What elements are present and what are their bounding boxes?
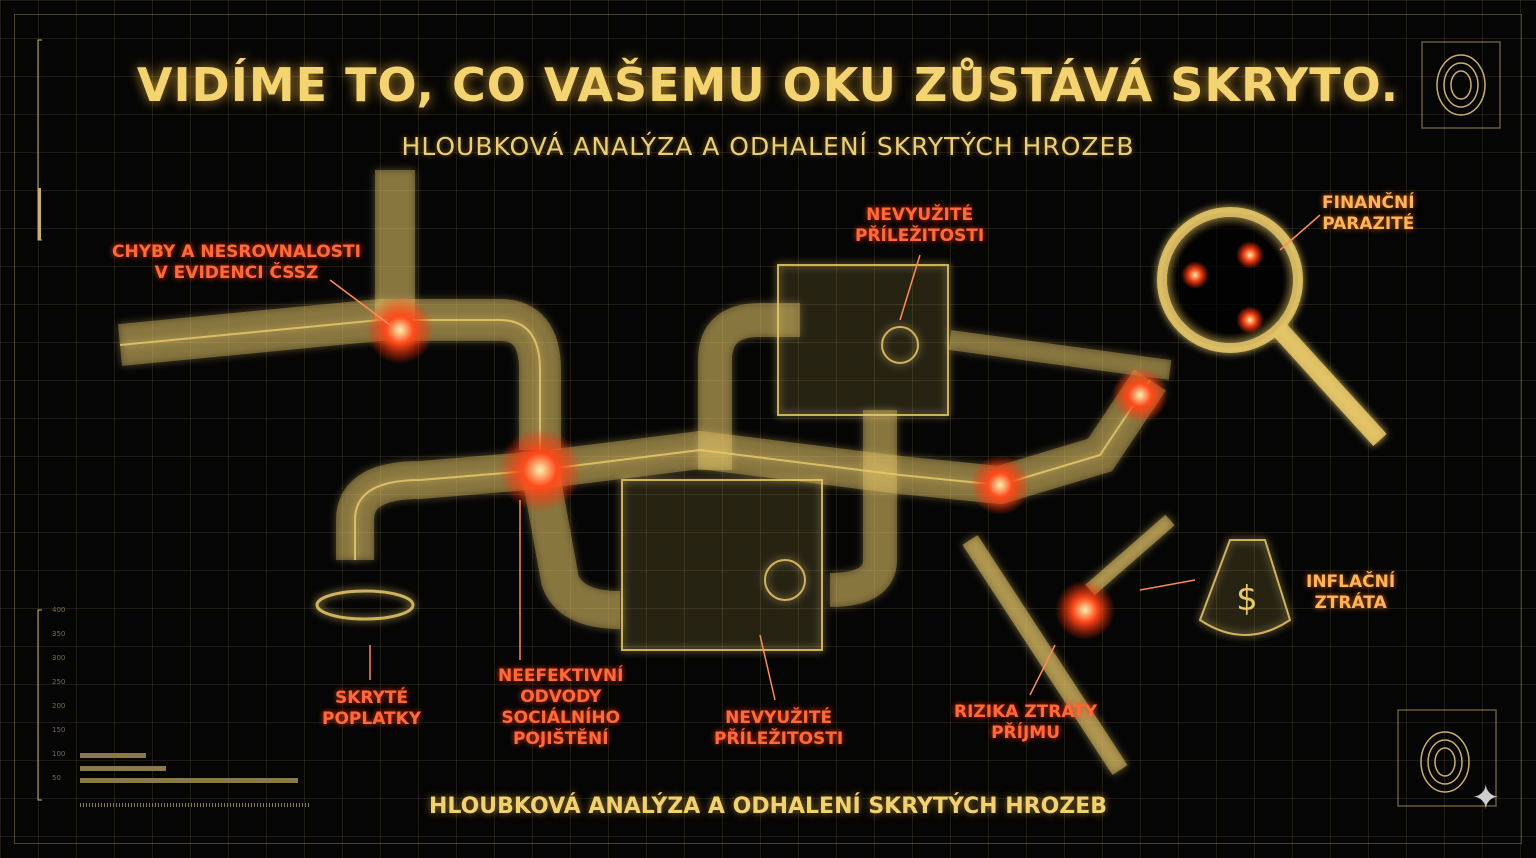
footer-caption: HLOUBKOVÁ ANALÝZA A ODHALENÍ SKRYTÝCH HR… <box>428 794 1108 819</box>
label-line: NEVYUŽITÉ <box>725 708 833 728</box>
axis-tick: 250 <box>52 678 65 686</box>
pipes <box>117 170 1387 775</box>
label-line: NEVYUŽITÉ <box>866 205 974 225</box>
label-chyby: CHYBY A NESROVNALOSTI V EVIDENCI ČSSZ <box>112 242 361 284</box>
axis-tick: 50 <box>52 774 61 782</box>
label-line: ZTRÁTA <box>1314 593 1387 613</box>
page-title: VIDÍME TO, CO VAŠEMU OKU ZŮSTÁVÁ SKRYTO. <box>136 58 1400 112</box>
label-line: POJIŠTĚNÍ <box>512 729 609 749</box>
label-line: INFLAČNÍ <box>1306 572 1396 592</box>
label-financni: FINANČNÍ PARAZITÉ <box>1322 193 1415 235</box>
label-leaders <box>329 214 1321 701</box>
label-neefektivni: NEEFEKTIVNÍ ODVODY SOCIÁLNÍHO POJIŠTĚNÍ <box>498 666 623 750</box>
label-line: SKRYTÉ <box>335 688 409 708</box>
label-line: PŘÍLEŽITOSTI <box>855 226 985 246</box>
label-line: SOCIÁLNÍHO <box>501 708 621 728</box>
label-line: PŘÍJMU <box>991 723 1060 743</box>
axis-tick: 200 <box>52 702 65 710</box>
axis-tick: 350 <box>52 630 65 638</box>
label-rizika: RIZIKA ZTRÁTY PŘÍJMU <box>954 702 1097 744</box>
dollar-icon: $ <box>1236 579 1258 619</box>
hud-frame <box>14 14 1522 844</box>
sparkle-icon: ✦ <box>1471 778 1501 818</box>
damage-hotspots <box>366 241 1264 640</box>
label-nevyuzite-top: NEVYUŽITÉ PŘÍLEŽITOSTI <box>855 205 984 247</box>
label-line: PARAZITÉ <box>1322 214 1415 234</box>
label-inflacni: INFLAČNÍ ZTRÁTA <box>1306 572 1395 614</box>
label-line: RIZIKA ZTRÁTY <box>954 702 1098 722</box>
label-line: POPLATKY <box>322 709 422 729</box>
label-nevyuzite-bottom: NEVYUŽITÉ PŘÍLEŽITOSTI <box>714 708 843 750</box>
label-skryte: SKRYTÉ POPLATKY <box>322 688 421 730</box>
axis-tick: 100 <box>52 750 65 758</box>
fingerprint-icon <box>1397 709 1497 807</box>
fingerprint-icon <box>1421 41 1501 129</box>
label-line: FINANČNÍ <box>1322 193 1415 213</box>
hud-axis-ticks: 50 100 150 200 250 300 350 400 <box>52 606 65 782</box>
label-line: ODVODY <box>520 687 602 707</box>
hud-bars <box>80 753 298 783</box>
page-subtitle: HLOUBKOVÁ ANALÝZA A ODHALENÍ SKRYTÝCH HR… <box>401 132 1135 161</box>
axis-tick: 150 <box>52 726 65 734</box>
axis-tick: 300 <box>52 654 65 662</box>
label-line: V EVIDENCI ČSSZ <box>154 263 319 283</box>
label-line: CHYBY A NESROVNALOSTI <box>112 242 361 262</box>
label-line: NEEFEKTIVNÍ <box>498 666 624 686</box>
label-line: PŘÍLEŽITOSTI <box>714 729 844 749</box>
axis-tick: 400 <box>52 606 65 614</box>
